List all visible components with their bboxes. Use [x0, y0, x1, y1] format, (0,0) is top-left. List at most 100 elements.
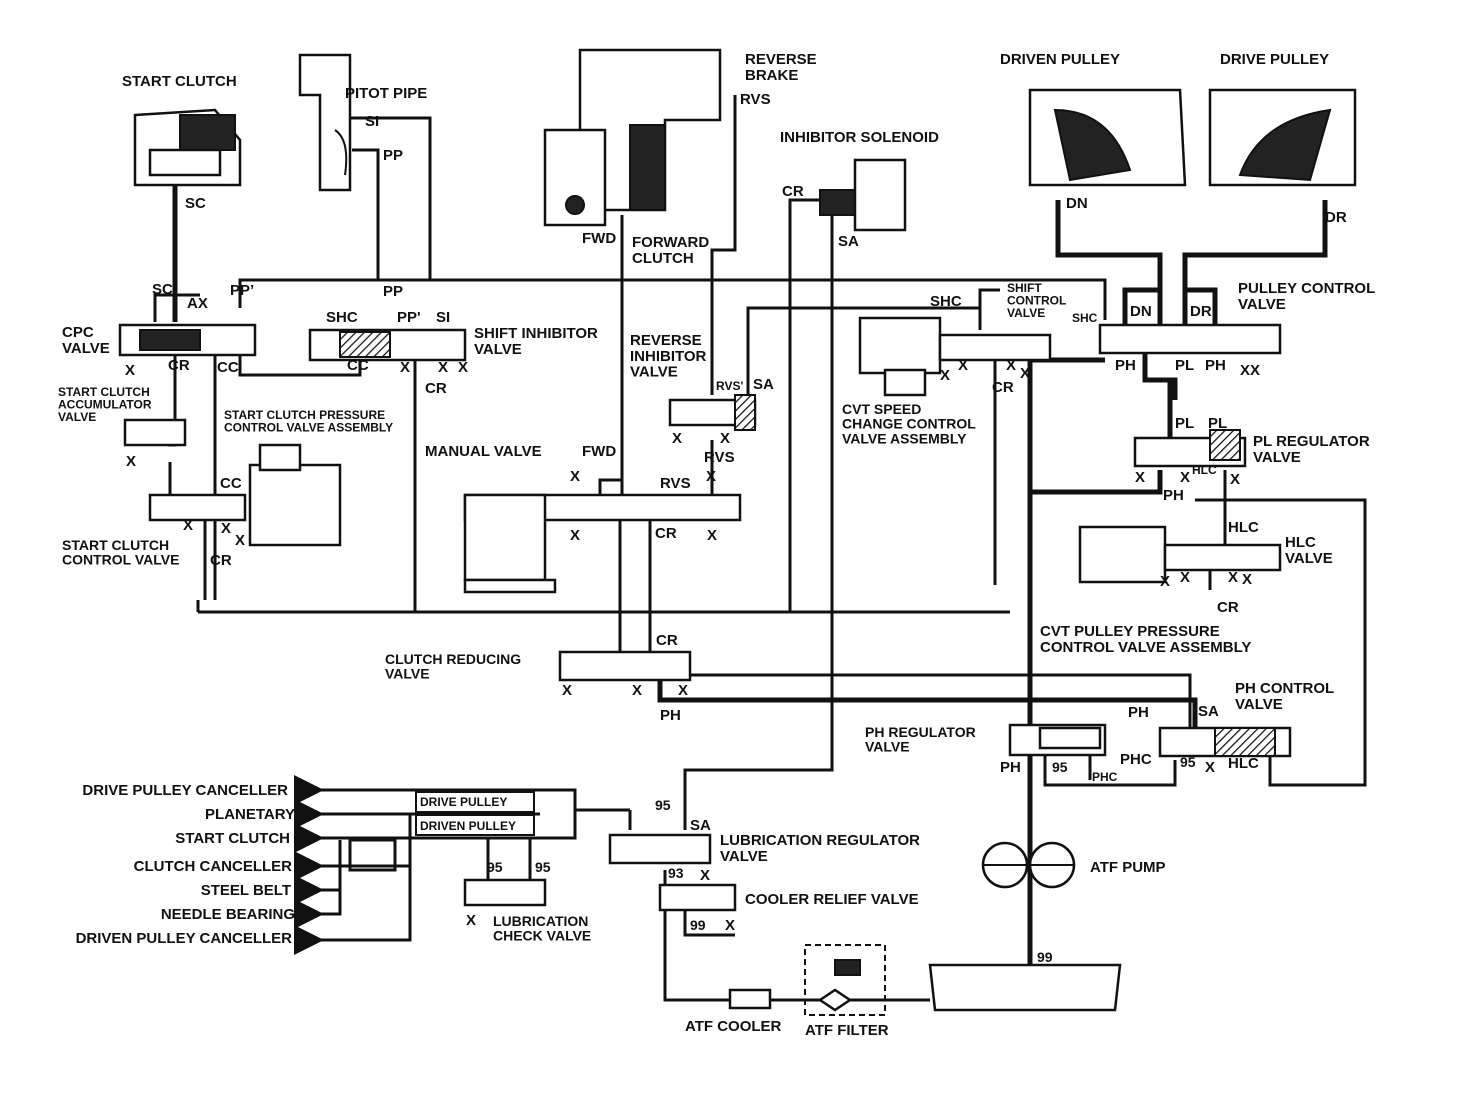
- code-cr: CR: [168, 357, 190, 374]
- code-x: X: [720, 430, 730, 447]
- code-x: X: [1205, 759, 1215, 776]
- code-cr: CR: [655, 525, 677, 542]
- code-pp: PP’: [230, 282, 254, 299]
- code-x: X: [466, 912, 476, 929]
- pl-regulator-valve-body: [1133, 429, 1247, 468]
- code-99: 99: [690, 917, 706, 933]
- code-sc: SC: [152, 281, 173, 298]
- code-rvs-prime: RVS': [716, 379, 743, 393]
- code-hlc: HLC: [1228, 519, 1259, 536]
- output-steel-belt: STEEL BELT: [201, 882, 291, 899]
- code-pl: PL: [1208, 415, 1227, 432]
- code-pl: PL: [1175, 357, 1194, 374]
- code-x: X: [570, 527, 580, 544]
- line-labels: DRIVE PULLEY DRIVEN PULLEY: [415, 791, 535, 836]
- code-cr: CR: [1217, 599, 1239, 616]
- atf-pump-body: [981, 841, 1076, 889]
- code-x: X: [126, 453, 136, 470]
- code-cr: CR: [210, 552, 232, 569]
- code-x: X: [221, 520, 231, 537]
- code-shc: SHC: [326, 309, 358, 326]
- inhibitor-solenoid-body: [819, 158, 907, 232]
- code-rvs: RVS: [660, 475, 691, 492]
- code-rvs: RVS: [740, 91, 771, 108]
- code-hlc: HLC: [1228, 755, 1259, 772]
- code-x: X: [725, 917, 735, 934]
- code-dr: DR: [1325, 209, 1347, 226]
- label-atf-filter: ATF FILTER: [805, 1022, 889, 1039]
- cpc-valve-body: [118, 323, 257, 357]
- code-hlc: HLC: [1192, 463, 1217, 477]
- reverse-brake-assembly: [543, 48, 722, 227]
- reverse-inhibitor-valve-body: [668, 394, 757, 431]
- code-phc: PHC: [1092, 770, 1118, 784]
- code-dn: DN: [1066, 195, 1088, 212]
- code-x: X: [570, 468, 580, 485]
- label-drive-pulley: DRIVE PULLEY: [1220, 51, 1329, 68]
- code-phc: PHC: [1120, 751, 1152, 768]
- code-cc: CC: [347, 357, 369, 374]
- label-pitot-pipe: PITOT PIPE: [345, 85, 427, 102]
- driven-pulley-line-label: DRIVEN PULLEY: [420, 819, 516, 833]
- start-clutch-control-valve-body: [148, 443, 342, 547]
- code-x: X: [940, 367, 950, 384]
- code-ph: PH: [660, 707, 681, 724]
- code-ax: AX: [187, 295, 208, 312]
- code-cr: CR: [992, 379, 1014, 396]
- code-x: X: [1020, 365, 1030, 382]
- cvt-speed-change-body: [858, 316, 1052, 397]
- code-x: X: [235, 532, 245, 549]
- code-x: X: [1180, 469, 1190, 486]
- code-x: X: [125, 362, 135, 379]
- output-clutch-canceller: CLUTCH CANCELLER: [134, 858, 292, 875]
- code-x: X: [562, 682, 572, 699]
- circuit-codes: SC SC AX PP’ SI PP PP SHC PP' SI CR CC C…: [125, 91, 1347, 965]
- code-x: X: [706, 468, 716, 485]
- code-x: X: [1180, 569, 1190, 586]
- code-pp: PP: [383, 283, 403, 300]
- code-95: 95: [535, 859, 551, 875]
- pulley-control-valve-body: [1098, 323, 1282, 355]
- code-95: 95: [1052, 759, 1068, 775]
- code-x: X: [678, 682, 688, 699]
- code-93: 93: [668, 865, 684, 881]
- code-shc: SHC: [930, 293, 962, 310]
- code-ph: PH: [1205, 357, 1226, 374]
- output-planetary: PLANETARY: [205, 806, 295, 823]
- output-driven-pulley-canceller: DRIVEN PULLEY CANCELLER: [76, 930, 293, 947]
- code-x: X: [458, 359, 468, 376]
- manual-valve-body: [463, 493, 742, 594]
- label-cooler-relief-valve: COOLER RELIEF VALVE: [745, 891, 919, 908]
- code-ph: PH: [1000, 759, 1021, 776]
- code-x: X: [1228, 569, 1238, 586]
- lubrication-output-labels: DRIVE PULLEY CANCELLER PLANETARY START C…: [76, 782, 295, 947]
- code-x: X: [1242, 571, 1252, 588]
- pitot-pipe-assembly: [298, 53, 352, 192]
- code-ph: PH: [1128, 704, 1149, 721]
- code-si: SI: [436, 309, 450, 326]
- code-95: 95: [1180, 754, 1196, 770]
- code-cr: CR: [425, 380, 447, 397]
- ph-regulator-valve-body: [1008, 723, 1107, 757]
- code-x: X: [672, 430, 682, 447]
- code-x: X: [1160, 573, 1170, 590]
- code-sa: SA: [1198, 703, 1219, 720]
- code-x: X: [632, 682, 642, 699]
- code-ph: PH: [1115, 357, 1136, 374]
- code-x: X: [438, 359, 448, 376]
- drive-pulley-body: [1208, 88, 1357, 187]
- atf-cooler-body: [728, 988, 772, 1010]
